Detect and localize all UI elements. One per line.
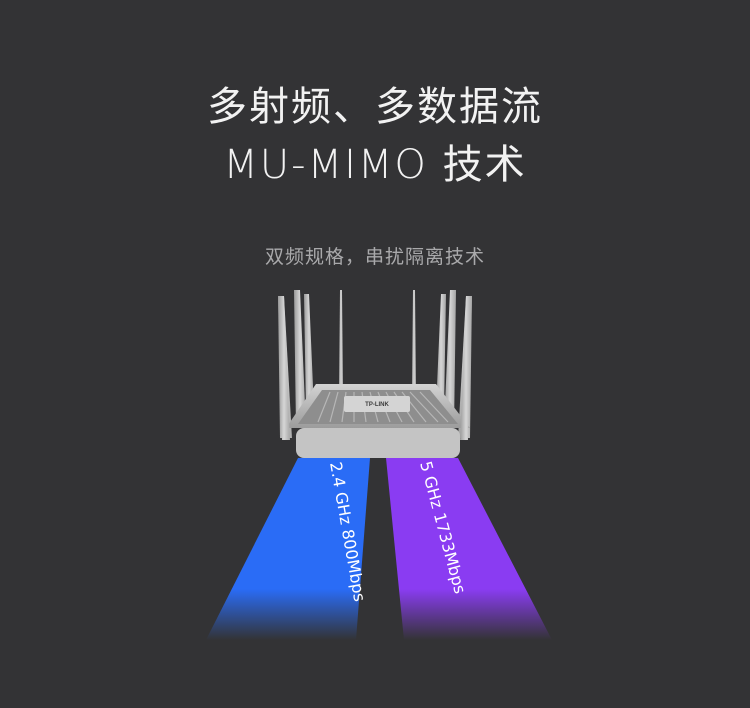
router-body: TP-LINK [286, 384, 470, 458]
headline-line-2: MU-MIMO 技术 [223, 142, 527, 188]
band-beam-5ghz [386, 458, 552, 640]
headline-line-1: 多射频、多数据流 [207, 84, 543, 130]
antennas-front [278, 296, 472, 440]
router-brand-label: TP-LINK [365, 402, 389, 408]
subheadline: 双频规格，串扰隔离技术 [264, 246, 485, 268]
band-beam-2-4ghz [206, 458, 370, 640]
antennas-back [339, 290, 416, 386]
